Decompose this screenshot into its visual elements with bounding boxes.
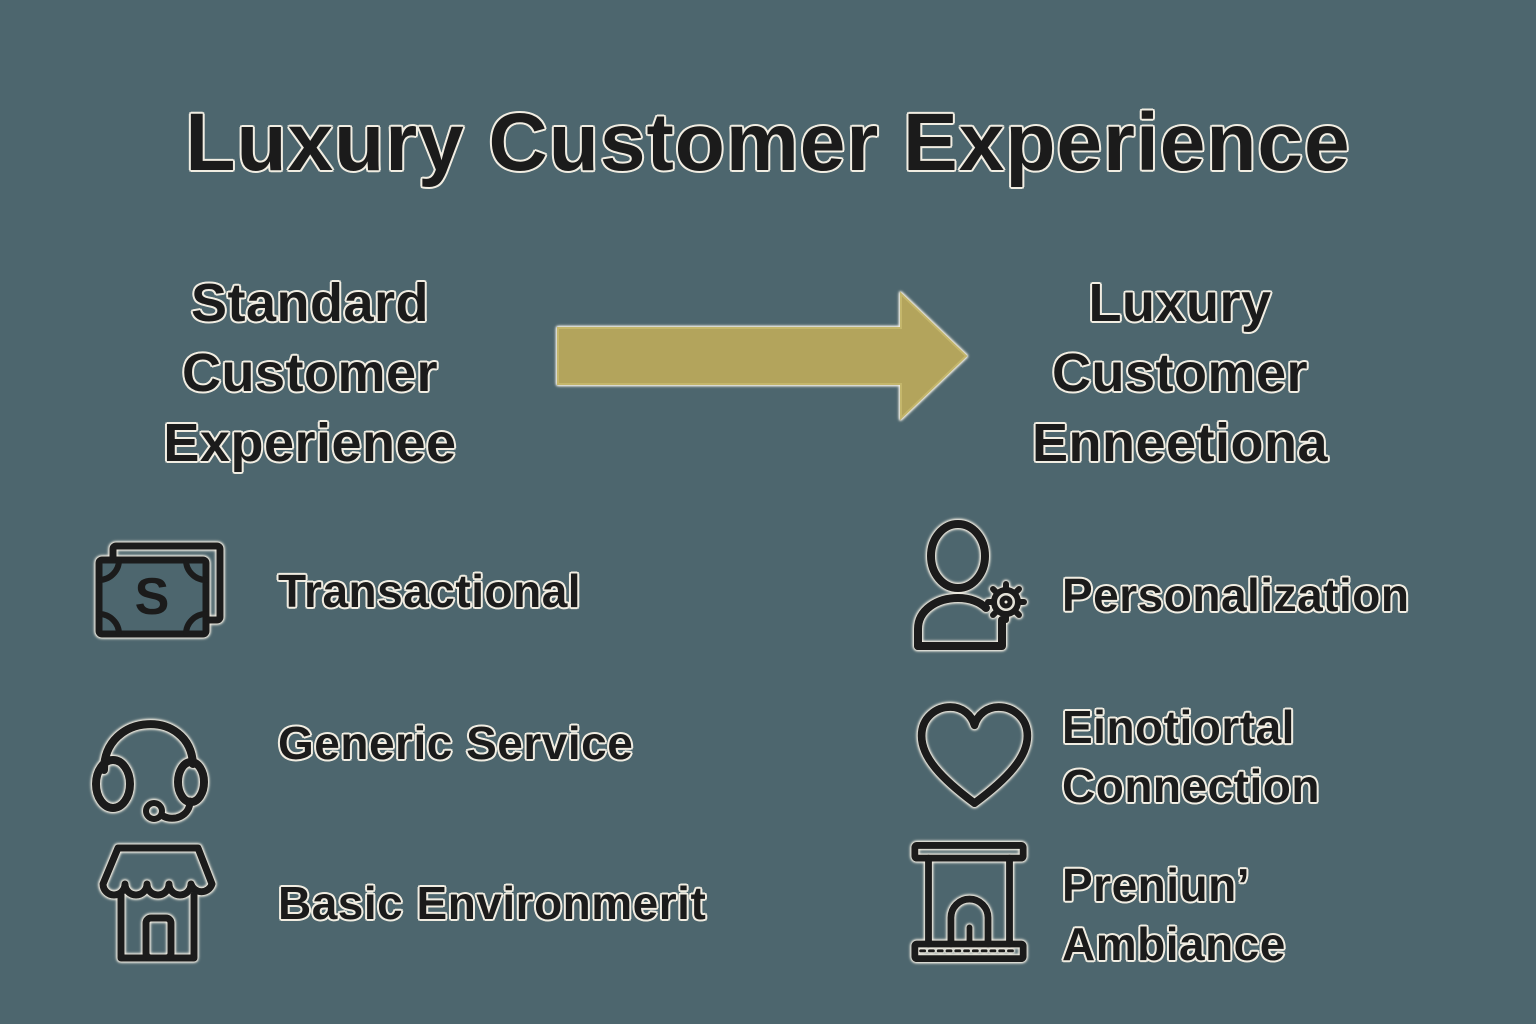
left-item-label-basic-environment: Basic Environmerit <box>278 877 707 929</box>
person-gear-icon <box>912 518 1032 650</box>
left-column-heading: Standard Customer Experienee <box>163 273 457 474</box>
headset-icon <box>90 682 215 822</box>
dollar-symbol: S <box>135 568 170 626</box>
right-item-label-emotional-connection: Einotiortal Connection <box>1062 701 1320 812</box>
money-icon: S <box>92 538 227 643</box>
right-arrow-icon <box>557 291 968 421</box>
right-column-heading: Luxury Customer Enneetiona <box>1031 273 1329 474</box>
fireplace-icon <box>908 838 1030 968</box>
left-item-label-generic-service: Generic Service <box>278 717 634 769</box>
left-item-label-transactional: Transactional <box>278 565 582 617</box>
right-item-label-premium-ambiance: Preniun’ Ambiance <box>1062 859 1286 970</box>
heart-icon <box>912 698 1037 816</box>
page-title: Luxury Customer Experience <box>185 97 1351 188</box>
transition-arrow <box>556 286 970 426</box>
right-item-label-personalization: Personalization <box>1062 569 1410 621</box>
storefront-icon <box>92 838 227 968</box>
